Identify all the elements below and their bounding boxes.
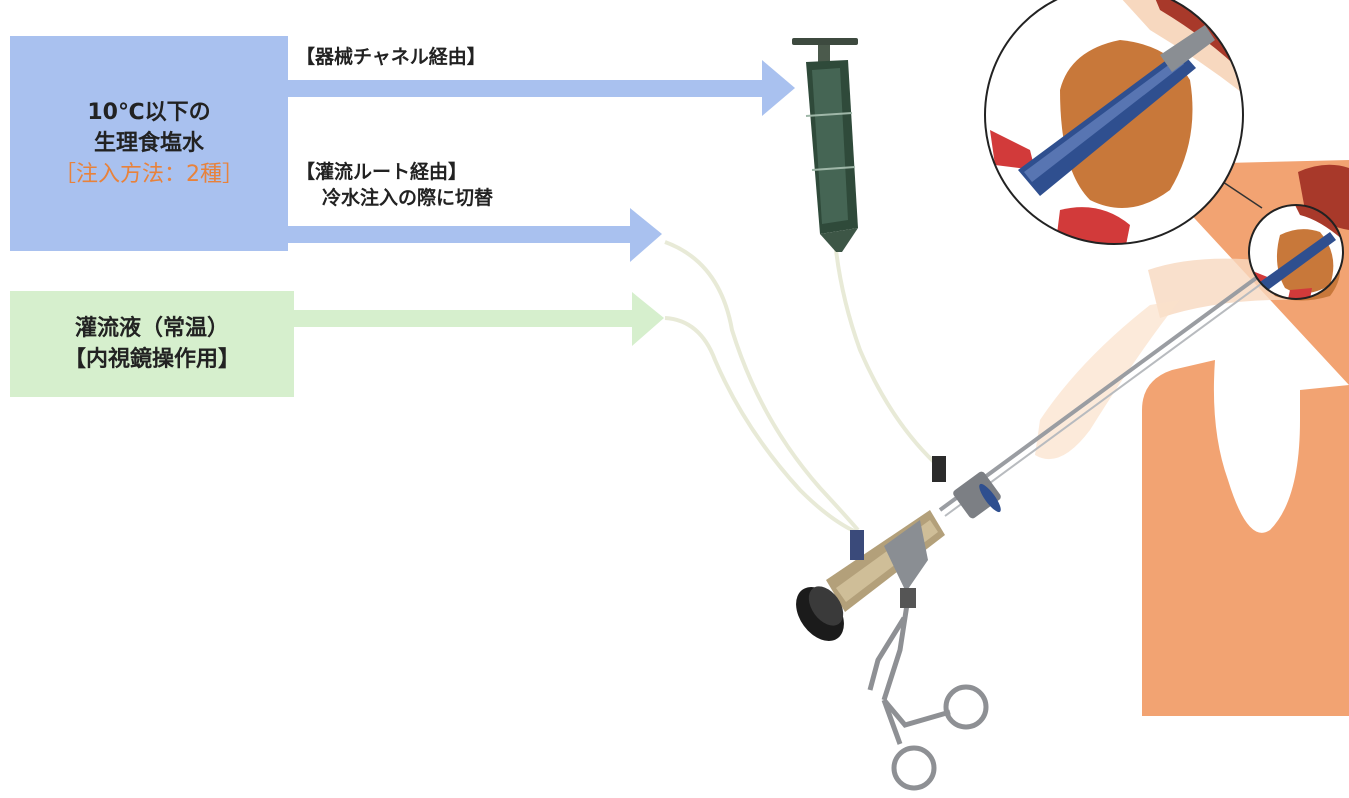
saline-box: 10℃以下の 生理食塩水 ［注入方法：2種］ bbox=[10, 36, 288, 251]
arrow-irrigation-fluid bbox=[294, 292, 664, 346]
arrow-irrigation-route bbox=[288, 208, 662, 262]
magnifier-icon bbox=[984, 0, 1344, 300]
forceps-icon bbox=[867, 588, 989, 791]
arrow-channel bbox=[288, 60, 795, 116]
channel-route-label: 【器械チャネル経由】 bbox=[296, 46, 486, 68]
irrigation-box: 灌流液（常温） 【内視鏡操作用】 bbox=[10, 291, 294, 397]
switch-note-label: 冷水注入の際に切替 bbox=[322, 187, 494, 209]
syringe-icon bbox=[792, 38, 858, 252]
ureteroscope-icon bbox=[796, 260, 1281, 641]
injection-method-label: ［注入方法：2種］ bbox=[54, 162, 244, 187]
tubes bbox=[664, 240, 937, 534]
saline-name-label: 生理食塩水 bbox=[93, 131, 204, 156]
irrigation-route-label: 【灌流ルート経由】 bbox=[296, 161, 468, 183]
irrigation-purpose-label: 【内視鏡操作用】 bbox=[63, 347, 240, 372]
irrigation-fluid-label: 灌流液（常温） bbox=[74, 316, 229, 341]
saline-temp-label: 10℃以下の bbox=[87, 100, 211, 125]
